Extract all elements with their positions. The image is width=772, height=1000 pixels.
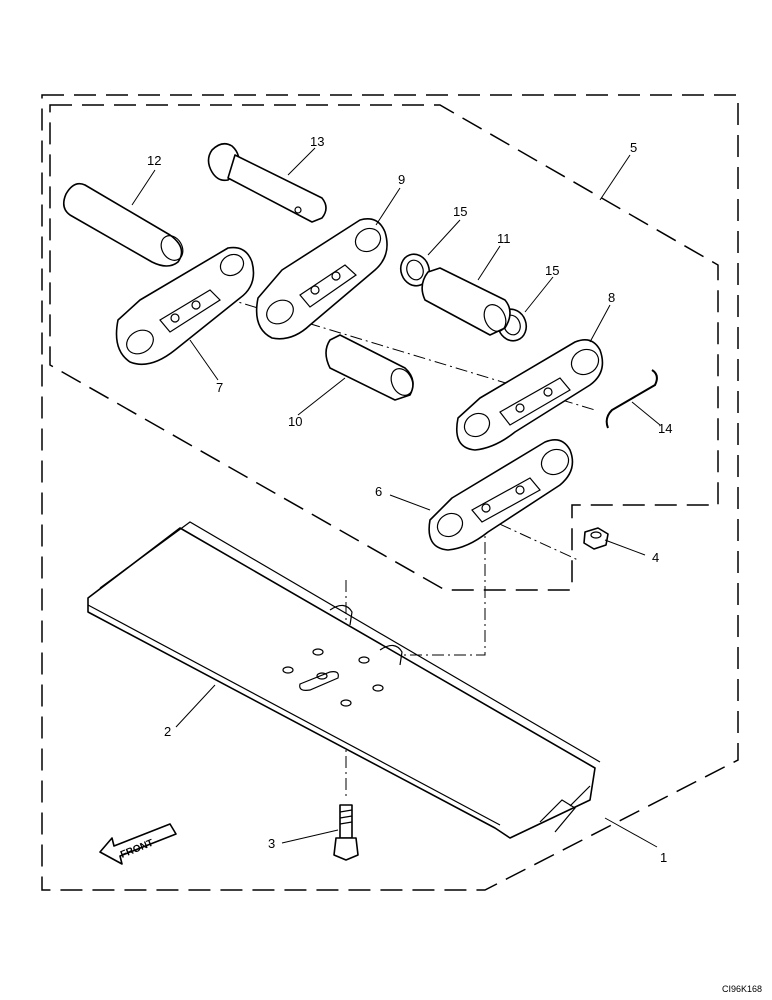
callout-1: 1 <box>660 850 667 865</box>
bushing-11 <box>421 267 511 336</box>
reference-code: CI96K168 <box>722 984 762 994</box>
callout-13: 13 <box>310 134 324 149</box>
nut-4 <box>583 527 609 550</box>
callout-labels: 1 2 3 4 5 6 7 8 9 10 11 12 13 14 15 15 <box>147 134 672 865</box>
assembly-1-boundary <box>41 94 739 891</box>
bushing-10 <box>325 334 414 401</box>
callout-2: 2 <box>164 724 171 739</box>
pin-12 <box>62 182 184 267</box>
track-shoe-2 <box>87 521 601 839</box>
callout-3: 3 <box>268 836 275 851</box>
callout-5: 5 <box>630 140 637 155</box>
spring-pin-14 <box>605 369 658 429</box>
master-link-6 <box>428 439 574 551</box>
seal-15-upper <box>399 253 431 287</box>
callout-14: 14 <box>658 421 672 436</box>
callout-7: 7 <box>216 380 223 395</box>
leader-lines <box>131 147 661 848</box>
callout-11: 11 <box>497 231 511 246</box>
master-pin-13 <box>207 142 327 223</box>
bolt-3 <box>333 804 359 861</box>
callout-8: 8 <box>608 290 615 305</box>
link-7 <box>115 246 255 366</box>
callout-9: 9 <box>398 172 405 187</box>
assembly-5-boundary <box>49 104 719 591</box>
callout-10: 10 <box>288 414 302 429</box>
callout-15-lower: 15 <box>545 263 559 278</box>
callout-12: 12 <box>147 153 161 168</box>
link-9 <box>255 218 388 340</box>
front-arrow-icon: FRONT <box>99 823 177 865</box>
callout-6: 6 <box>375 484 382 499</box>
callout-15-upper: 15 <box>453 204 467 219</box>
callout-4: 4 <box>652 550 659 565</box>
master-link-8 <box>456 339 604 451</box>
